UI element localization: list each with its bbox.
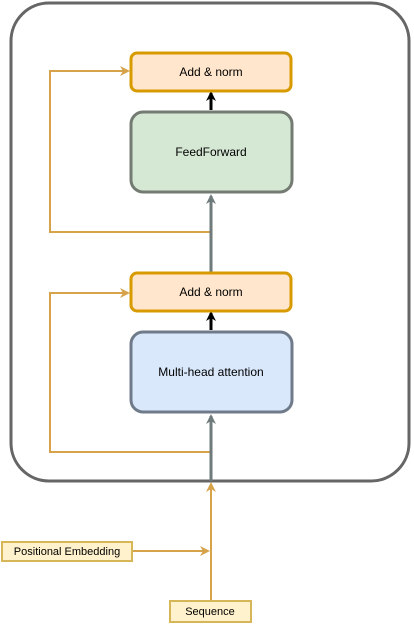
sequence-box bbox=[169, 600, 252, 623]
residual-connection-top bbox=[49, 66, 211, 233]
add-norm-bottom-label: Add & norm bbox=[179, 285, 242, 299]
add-norm-top-box bbox=[129, 51, 293, 93]
positional-embedding-box bbox=[1, 541, 133, 562]
feedforward-box bbox=[129, 110, 294, 194]
add-norm-bottom-box bbox=[129, 271, 293, 313]
add-norm-top-label: Add & norm bbox=[179, 65, 242, 79]
residual-connection-bottom bbox=[49, 288, 211, 453]
multihead-attention-label: Multi-head attention bbox=[158, 365, 263, 379]
sequence-label: Sequence bbox=[185, 606, 235, 618]
feedforward-label: FeedForward bbox=[175, 145, 246, 159]
multihead-attention-box bbox=[129, 330, 294, 414]
positional-embedding-label: Positional Embedding bbox=[14, 546, 120, 558]
